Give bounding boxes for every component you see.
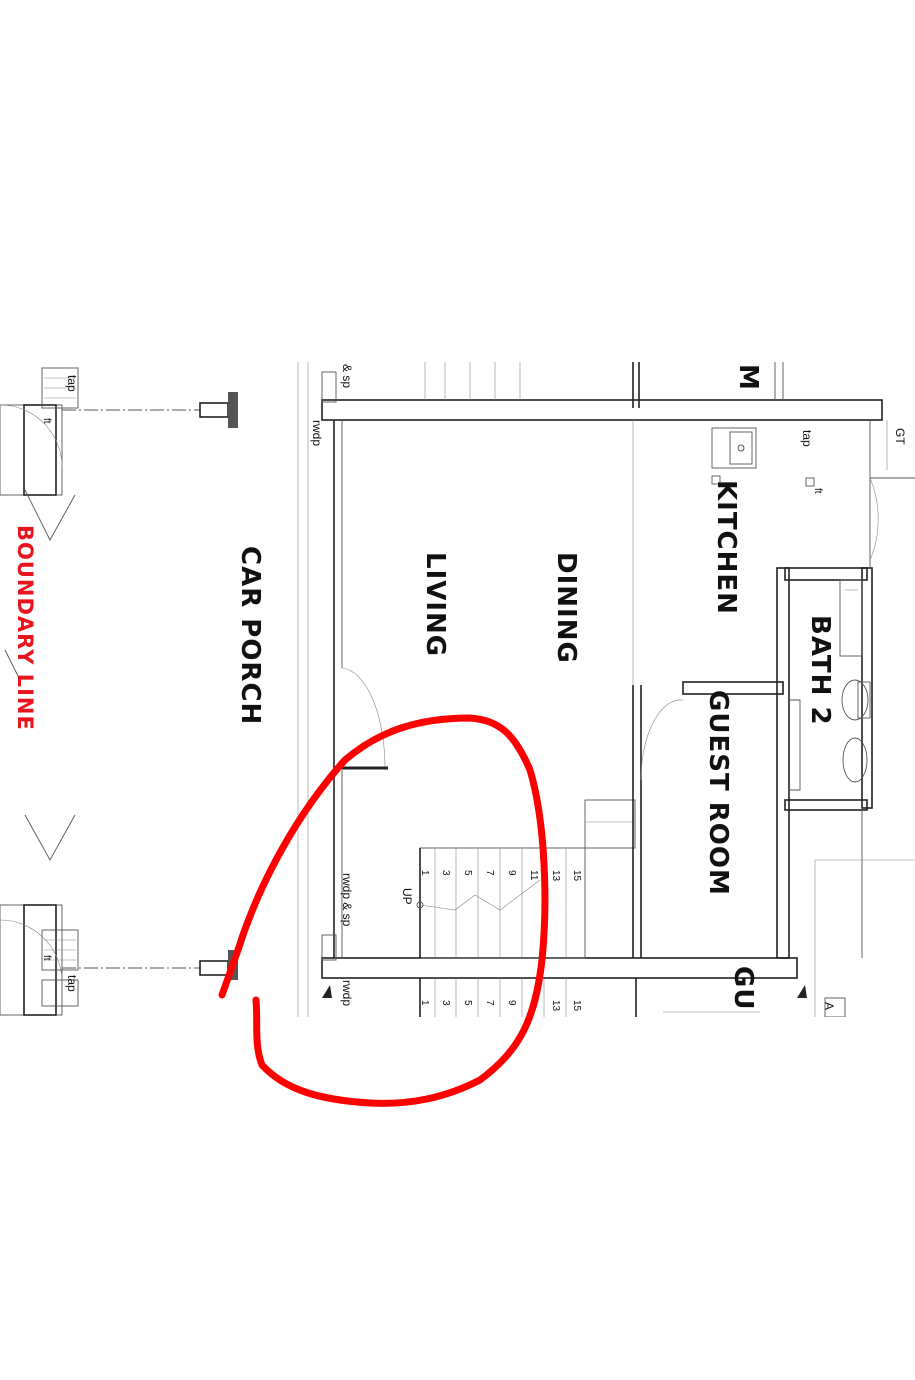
stair-number: 9	[506, 1000, 517, 1006]
ft-label-kitchen: ft	[812, 488, 823, 494]
stair-number: 1	[419, 1000, 430, 1006]
stair-number: 9	[506, 870, 517, 876]
stair-number: 3	[440, 1000, 451, 1006]
tap-label-top-left: tap	[65, 375, 79, 392]
room-label-guest-room: GUEST ROOM	[703, 690, 733, 896]
stair-number: 7	[484, 870, 495, 876]
stair-number: 5	[462, 1000, 473, 1006]
rwdp-label-top: rwdp	[310, 420, 324, 446]
stair-number: 15	[571, 870, 582, 882]
wall-bottom	[321, 957, 798, 979]
stair-number: 13	[550, 1000, 561, 1012]
gt-label: GT	[893, 428, 907, 445]
stair-number: 7	[484, 1000, 495, 1006]
room-label-cut-top: M	[733, 364, 763, 391]
cut-a-label: A	[822, 1002, 836, 1010]
rwdp-sp-label: rwdp & sp	[340, 873, 354, 927]
room-label-car-porch: CAR PORCH	[235, 546, 265, 725]
stair-number: 15	[571, 1000, 582, 1012]
ft-label-top-left: ft	[41, 418, 52, 424]
boundary-post-bottom	[0, 904, 79, 1016]
room-label-bath-2: BATH 2	[805, 615, 835, 726]
rwdp-label-bottom: rwdp	[340, 980, 354, 1006]
room-label-living: LIVING	[420, 552, 450, 657]
boundary-line-label: BOUNDARY LINE	[13, 525, 37, 731]
stair-up-label: UP	[400, 888, 414, 905]
staircase-lower	[419, 362, 567, 1017]
staircase-upper	[416, 799, 636, 959]
boundary-post-top	[0, 367, 79, 496]
tap-label-bottom-left: tap	[65, 975, 79, 992]
tap-label-kitchen: tap	[800, 430, 814, 447]
stair-number: 3	[440, 870, 451, 876]
wall-top	[321, 399, 883, 421]
room-label-dining: DINING	[551, 552, 581, 664]
stair-number: 1	[419, 870, 430, 876]
stair-number: 5	[462, 870, 473, 876]
plan-linework	[0, 362, 915, 1017]
sp-label-top: & sp	[340, 364, 354, 388]
room-label-cut-bottom: GU	[728, 966, 758, 1010]
room-label-kitchen: KITCHEN	[711, 480, 741, 615]
stair-number: 11	[528, 870, 539, 881]
red-annotation-loop	[218, 714, 549, 1107]
stair-number: 13	[550, 870, 561, 882]
ft-label-bottom-left: ft	[41, 955, 52, 961]
